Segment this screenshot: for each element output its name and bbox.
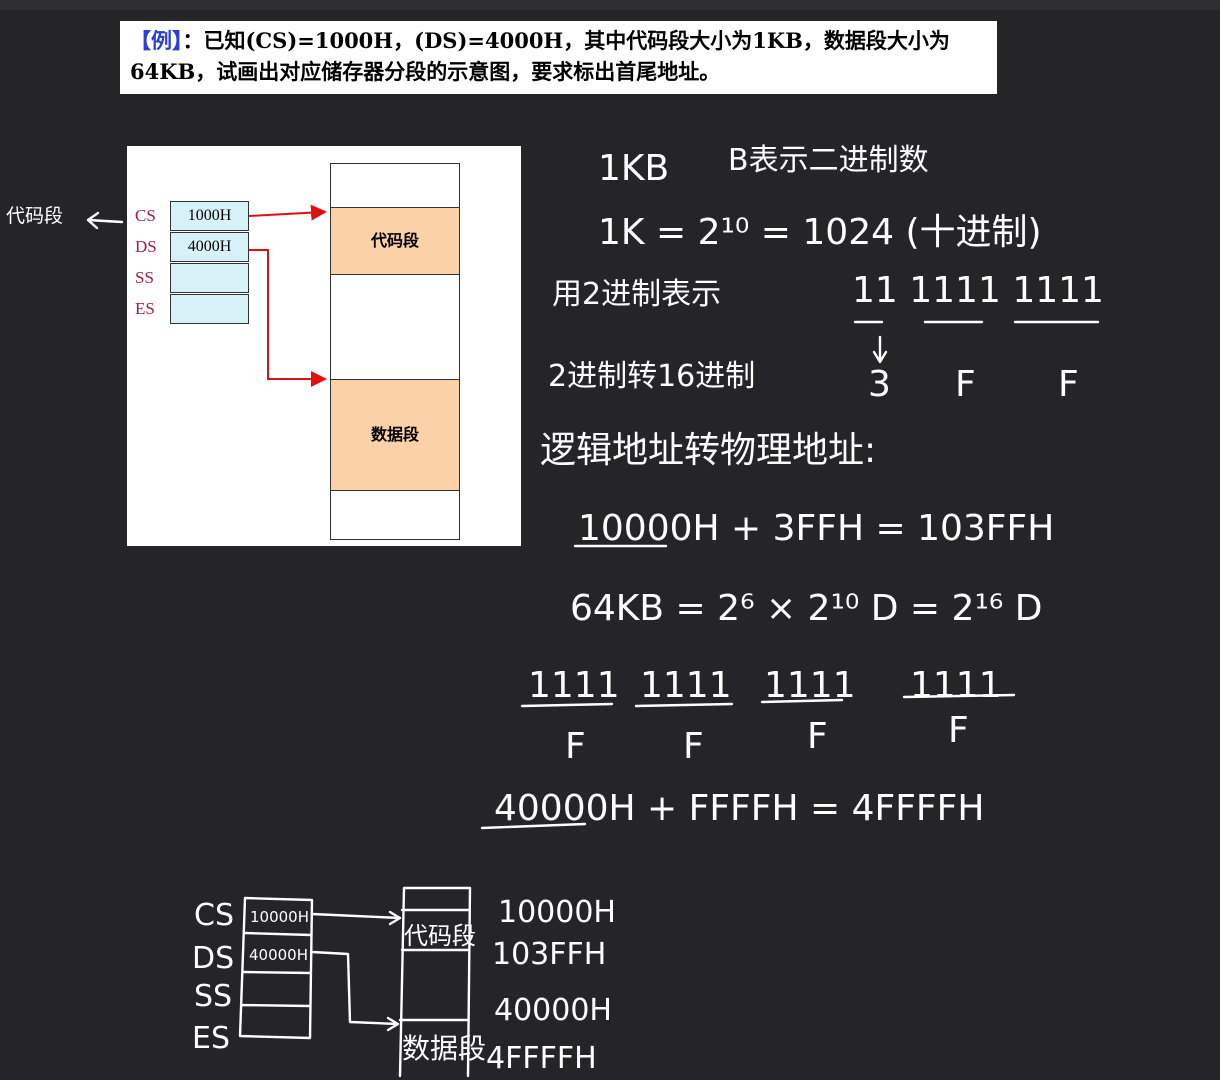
register-label-es: ES	[135, 299, 155, 318]
note-f-1: F	[565, 726, 586, 767]
register-cell-cs: 1000H	[170, 201, 249, 231]
sketch-label-ds: DS	[192, 941, 234, 976]
sketch-addr-1: 10000H	[498, 895, 616, 930]
binary-down-arrow	[872, 335, 888, 364]
sketch-addr-3: 40000H	[494, 993, 612, 1028]
note-hex-f2: F	[1058, 364, 1079, 405]
note-hex-3: 3	[868, 364, 891, 405]
note-binary-label: 用2进制表示	[552, 277, 721, 312]
segment-arrows	[248, 204, 327, 387]
note-1kb: 1KB	[598, 148, 669, 189]
sketch-ds-arrow	[310, 950, 400, 1032]
register-cell-ds: 4000H	[170, 232, 249, 262]
problem-statement: 【例】：已知(CS)=1000H，(DS)=4000H，其中代码段大小为1KB，…	[120, 21, 997, 94]
note-hex-f1: F	[955, 364, 976, 405]
ds-arrow	[249, 249, 327, 387]
note-nibble-1: 1111	[528, 665, 620, 706]
register-label-ss: SS	[135, 268, 154, 287]
hand-sketch: CS DS SS ES 10000H 40000H 代码段 数据段 10000H…	[192, 886, 616, 1078]
sketch-code-segment: 代码段	[404, 922, 476, 950]
sketch-data-segment: 数据段	[402, 1032, 486, 1065]
note-b-binary: B表示二进制数	[728, 143, 929, 178]
sketch-cs-arrow	[310, 910, 402, 926]
sketch-label-es: ES	[192, 1021, 230, 1056]
window-top-bar	[0, 0, 1220, 10]
sketch-ds-value: 40000H	[249, 946, 308, 964]
segment-diagram: CS DS SS ES 1000H 4000H 代码段 数据段	[127, 146, 521, 546]
cs-arrow	[248, 204, 327, 221]
code-segment-block: 代码段	[330, 207, 460, 275]
side-note-code-segment: 代码段	[6, 205, 63, 227]
sketch-cs-value: 10000H	[250, 908, 309, 926]
example-tag: 【例】	[130, 28, 183, 53]
sketch-label-ss: SS	[194, 979, 232, 1014]
register-label-ds: DS	[135, 237, 157, 256]
note-64kb: 64KB = 2⁶ × 2¹⁰ D = 2¹⁶ D	[570, 588, 1042, 629]
sketch-addr-4: 4FFFFH	[486, 1041, 597, 1076]
sketch-label-cs: CS	[194, 898, 234, 933]
memory-block-top	[330, 163, 460, 208]
problem-text: ：已知(CS)=1000H，(DS)=4000H，其中代码段大小为1KB，数据段…	[130, 28, 950, 84]
memory-block-middle	[330, 274, 460, 380]
note-data-physical: 40000H + FFFFH = 4FFFFH	[494, 788, 984, 829]
note-f-3: F	[807, 716, 828, 757]
side-note-arrow	[86, 211, 124, 230]
note-nibble-4: 1111	[910, 665, 1002, 706]
note-bin-to-hex: 2进制转16进制	[548, 359, 755, 394]
register-label-cs: CS	[135, 206, 156, 225]
note-f-4: F	[948, 710, 969, 751]
sketch-register-boxes	[238, 896, 314, 1040]
nibble-underlines	[520, 693, 1016, 708]
data-segment-block: 数据段	[330, 379, 460, 491]
note-f-2: F	[683, 726, 704, 767]
note-data-underline	[480, 822, 587, 830]
memory-block-bottom	[330, 490, 460, 540]
sketch-addr-2: 103FFH	[492, 937, 606, 972]
register-cell-es	[170, 294, 249, 324]
note-nibble-2: 1111	[640, 665, 732, 706]
note-logical-to-physical: 逻辑地址转物理地址:	[540, 430, 876, 471]
register-cell-ss	[170, 263, 249, 293]
note-code-physical: 10000H + 3FFH = 103FFH	[578, 508, 1054, 549]
note-binary-value: 11 1111 1111	[852, 270, 1104, 311]
note-1k-equation: 1K = 2¹⁰ = 1024 (十进制)	[598, 212, 1042, 253]
sketch-memory-boxes	[398, 886, 472, 1078]
